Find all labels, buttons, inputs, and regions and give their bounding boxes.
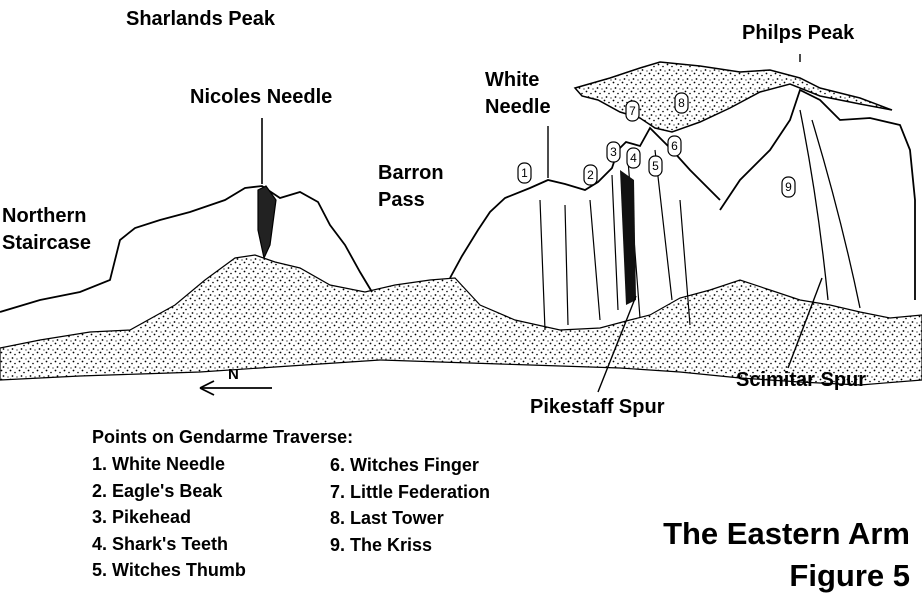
legend-item: 6. Witches Finger	[330, 455, 479, 475]
marker-4: 4	[626, 147, 641, 169]
marker-6: 6	[667, 135, 682, 157]
northern-staircase-label: Northern Staircase	[2, 203, 91, 257]
northern-staircase-line2: Staircase	[2, 232, 91, 254]
right-massif	[719, 88, 916, 300]
svg-text:5: 5	[652, 159, 659, 173]
kriss-couloir	[799, 109, 861, 309]
legend-item: 1. White Needle	[92, 454, 226, 474]
white-needle-line2: Needle	[485, 96, 551, 118]
legend-item: 4. Shark's Teeth	[92, 533, 229, 554]
marker-9: 9	[781, 176, 796, 198]
marker-8: 8	[674, 92, 689, 114]
svg-text:8: 8	[678, 96, 685, 110]
marker-1: 1	[517, 162, 532, 184]
nicoles-needle-label: Nicoles Needle	[190, 86, 333, 108]
north-arrow	[199, 380, 272, 396]
sharlands-peak-label: Sharlands Peak	[126, 8, 275, 30]
marker-5: 5	[648, 155, 663, 177]
legend-item: 9. The Kriss	[330, 534, 433, 555]
svg-text:4: 4	[630, 151, 637, 165]
north-label: N	[228, 366, 239, 383]
svg-text:1: 1	[521, 166, 528, 180]
white-needle-label: White Needle	[485, 67, 551, 121]
barron-pass-label: Barron Pass	[378, 160, 444, 214]
pikestaff-spur-label: Pikestaff Spur	[530, 396, 665, 418]
svg-text:6: 6	[671, 139, 678, 153]
scree-slopes	[0, 254, 922, 386]
legend-item: 2. Eagle's Beak	[92, 480, 223, 501]
barron-pass-line1: Barron	[378, 162, 444, 184]
scimitar-spur-label: Scimitar Spur	[736, 369, 867, 391]
northern-staircase-line1: Northern	[2, 205, 87, 227]
marker-2: 2	[583, 164, 598, 186]
svg-text:9: 9	[785, 180, 792, 194]
marker-7: 7	[625, 100, 640, 122]
barron-pass-line2: Pass	[378, 189, 425, 211]
legend-column-2: 6. Witches Finger 7. Little Federation 8…	[330, 452, 490, 558]
legend-title: Points on Gendarme Traverse:	[92, 427, 354, 447]
caption-figure-number: Figure 5	[789, 558, 910, 593]
pikestaff-spur-leader	[597, 295, 637, 393]
svg-text:3: 3	[610, 145, 617, 159]
scimitar-spur-leader	[787, 277, 823, 369]
central-cliffs	[539, 149, 691, 331]
philps-peak-label: Philps Peak	[742, 22, 855, 44]
white-needle-line1: White	[485, 69, 540, 91]
legend-item: 3. Pikehead	[92, 507, 192, 527]
central-massif	[449, 126, 721, 279]
svg-text:7: 7	[629, 104, 636, 118]
northern-ridge	[0, 185, 373, 313]
marker-3: 3	[606, 141, 621, 163]
legend-column-1: 1. White Needle 2. Eagle's Beak 3. Pikeh…	[92, 451, 246, 584]
legend-item: 5. Witches Thumb	[92, 560, 246, 580]
nicoles-needle-rock	[257, 185, 277, 260]
legend-item: 8. Last Tower	[330, 508, 444, 528]
philps-peak-ridge	[573, 61, 893, 133]
caption-title: The Eastern Arm	[663, 516, 910, 551]
legend-item: 7. Little Federation	[330, 481, 491, 502]
svg-text:2: 2	[587, 168, 594, 182]
